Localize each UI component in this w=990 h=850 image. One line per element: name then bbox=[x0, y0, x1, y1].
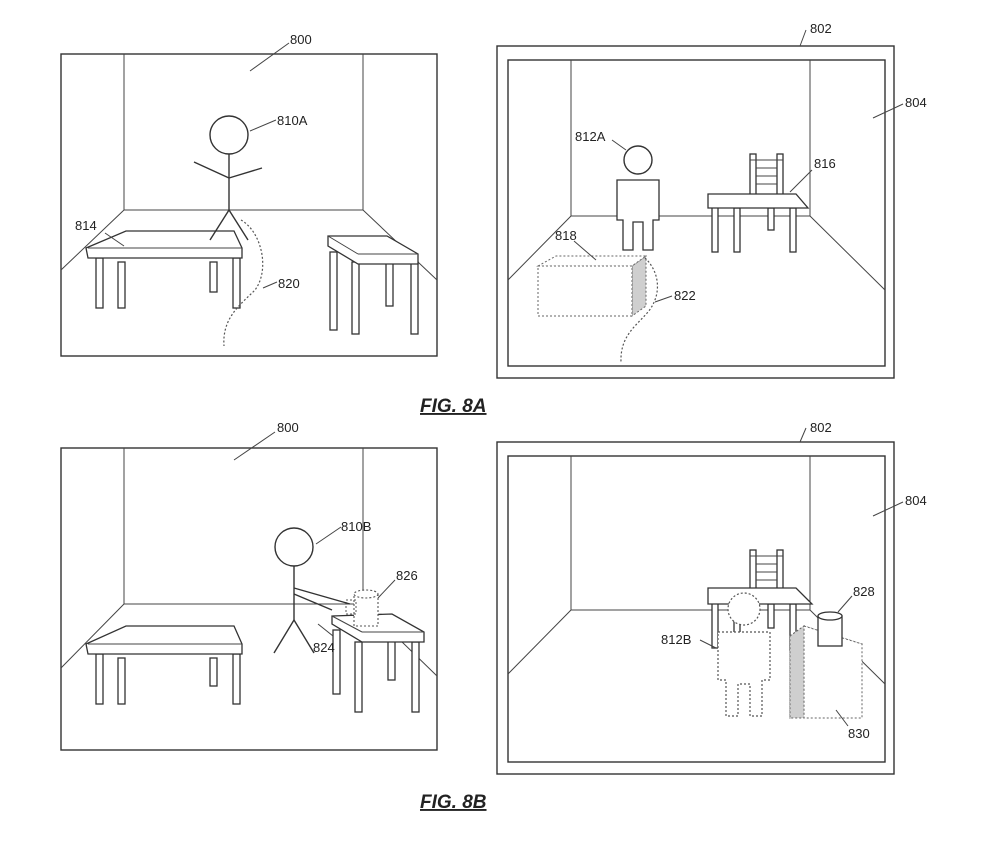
fig8b-display-panel: 802 804 828 812B 830 bbox=[496, 420, 927, 775]
ref-804-b: 804 bbox=[905, 493, 927, 508]
ref-800-a: 800 bbox=[290, 32, 312, 47]
physical-cup-826 bbox=[345, 589, 379, 627]
physical-table-right bbox=[327, 235, 419, 335]
avatar-812b bbox=[717, 592, 771, 717]
ref-820: 820 bbox=[278, 276, 300, 291]
ref-830: 830 bbox=[848, 726, 870, 741]
ref-800-b: 800 bbox=[277, 420, 299, 435]
ref-818: 818 bbox=[555, 228, 577, 243]
fig8b-physical-room-panel: 800 810B 826 824 bbox=[60, 420, 438, 751]
fig8a-display-panel: 802 804 812A 816 818 822 bbox=[496, 21, 927, 379]
physical-table-right-b bbox=[331, 613, 425, 713]
ref-802-a: 802 bbox=[810, 21, 832, 36]
ref-824: 824 bbox=[313, 640, 335, 655]
ref-802-b: 802 bbox=[810, 420, 832, 435]
ref-822: 822 bbox=[674, 288, 696, 303]
virtual-chair bbox=[749, 153, 784, 197]
person-810b-stick-figure bbox=[273, 527, 351, 654]
virtual-box-818 bbox=[536, 255, 648, 317]
ref-826: 826 bbox=[396, 568, 418, 583]
fig8a-physical-room-panel: 800 810A 814 820 bbox=[60, 32, 438, 357]
walk-path-820 bbox=[223, 219, 264, 347]
virtual-box-830 bbox=[788, 625, 864, 719]
physical-table-left-b bbox=[85, 625, 243, 705]
fig8b-title: FIG. 8B bbox=[420, 792, 487, 813]
ref-814: 814 bbox=[75, 218, 97, 233]
ref-810b: 810B bbox=[341, 519, 371, 534]
person-810a-stick-figure bbox=[193, 115, 263, 241]
virtual-chair-b bbox=[749, 549, 784, 593]
walk-path-822 bbox=[620, 257, 659, 363]
ref-812a: 812A bbox=[575, 129, 606, 144]
avatar-812a bbox=[616, 145, 660, 251]
virtual-cup-828 bbox=[817, 611, 843, 647]
virtual-table-816 bbox=[707, 193, 810, 253]
ref-804-a: 804 bbox=[905, 95, 927, 110]
ref-828: 828 bbox=[853, 584, 875, 599]
ref-812b: 812B bbox=[661, 632, 691, 647]
fig8a-title: FIG. 8A bbox=[420, 396, 487, 417]
ref-810a: 810A bbox=[277, 113, 308, 128]
physical-table-814 bbox=[85, 230, 243, 309]
ref-816: 816 bbox=[814, 156, 836, 171]
